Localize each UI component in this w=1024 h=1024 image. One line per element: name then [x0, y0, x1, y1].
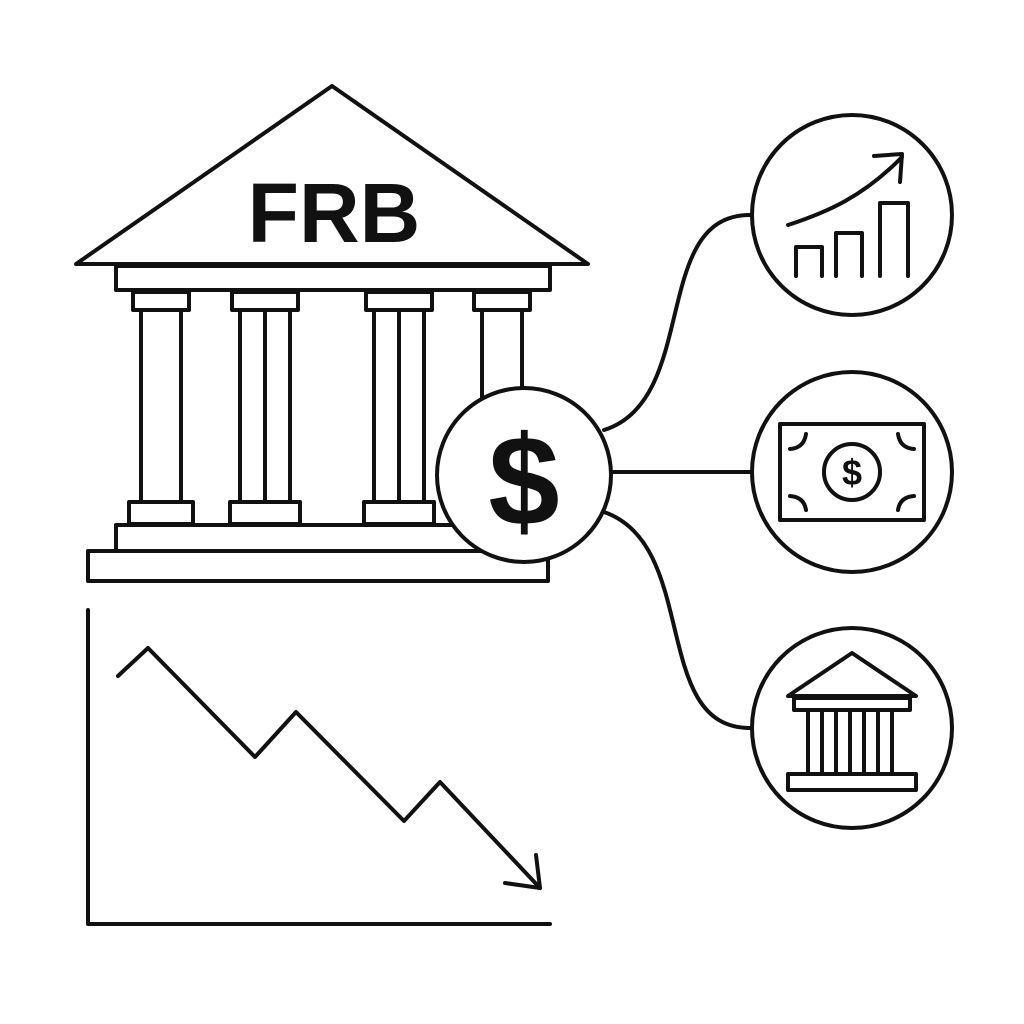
bank-icon	[750, 626, 954, 830]
banknote-coin	[822, 442, 882, 502]
decline-trend-line	[116, 646, 542, 890]
banknote-dollar-symbol: $	[842, 452, 862, 493]
building-column	[228, 290, 302, 526]
growth-icon-circle	[750, 113, 954, 317]
building-step-lower	[86, 549, 550, 583]
bank-icon-base	[786, 772, 918, 792]
connector-lines	[602, 213, 752, 730]
growth-bar	[878, 201, 910, 278]
connector-line-bank	[602, 510, 752, 730]
dollar-icon: $	[435, 386, 613, 564]
growth-chart-icon	[750, 113, 954, 317]
declining-chart-icon	[86, 608, 552, 926]
decline-axes	[86, 608, 552, 926]
growth-bar	[794, 245, 824, 278]
dollar-hub-circle	[435, 386, 613, 564]
growth-arrow-head	[872, 152, 904, 184]
dollar-hub-symbol: $	[488, 410, 559, 553]
banknote-icon: $	[750, 370, 954, 574]
growth-bar	[834, 231, 864, 278]
connector-line-growth	[602, 213, 752, 432]
building-column	[362, 290, 436, 526]
bank-icon-beam	[792, 696, 912, 712]
decline-arrow-head	[503, 853, 542, 890]
building-label: FRB	[248, 166, 421, 260]
building-column	[127, 290, 195, 526]
building-beam	[114, 264, 552, 292]
growth-trend-line	[786, 155, 904, 227]
